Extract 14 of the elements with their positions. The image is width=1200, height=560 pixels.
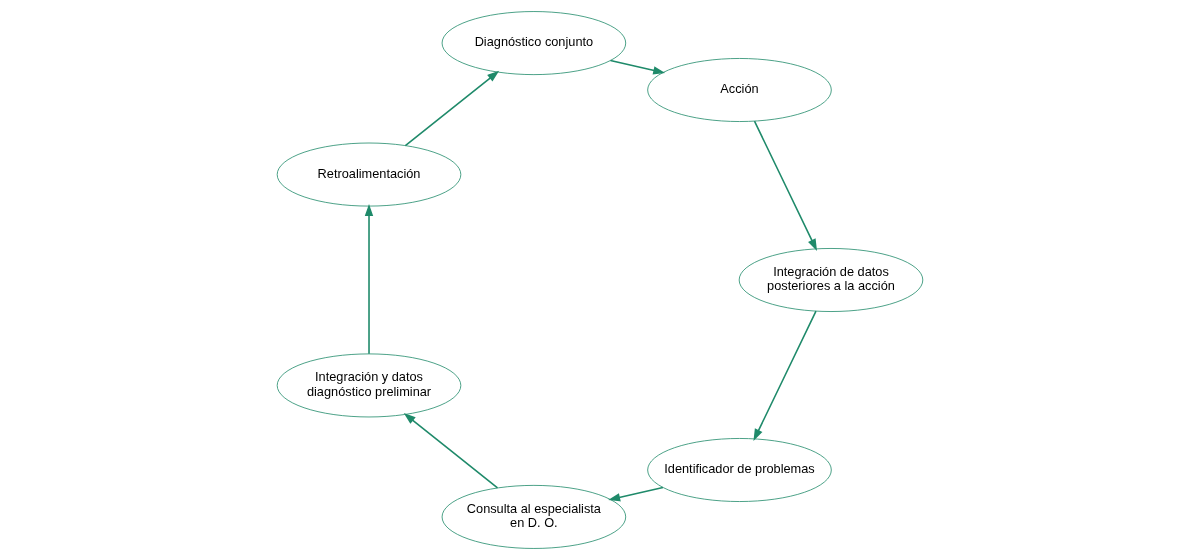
arrow [609, 59, 666, 75]
node-ellipse: Integración de datos posteriores a la acción [738, 248, 924, 312]
arrow [753, 120, 818, 251]
node-ellipse: Acción [647, 58, 832, 122]
arrow [608, 486, 664, 502]
node-ellipse: Integración y datos diagnóstico preliminar [276, 353, 462, 418]
node-ellipse: Diagnóstico conjunto [441, 11, 627, 75]
arrow [403, 413, 499, 489]
arrow [404, 70, 500, 147]
node-ellipse: Identificador de problemas [647, 438, 832, 502]
arrow [364, 203, 374, 355]
node-ellipse: Consulta al especialista en D. O. [441, 485, 627, 549]
node-ellipse: Retroalimentación [276, 142, 462, 207]
arrow [753, 310, 817, 441]
